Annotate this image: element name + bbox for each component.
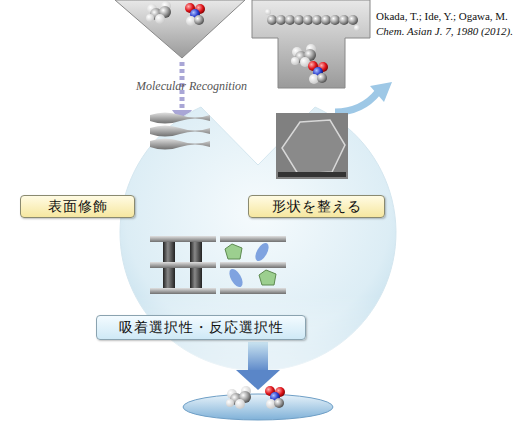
guest-layers (220, 236, 286, 294)
reference-text: Chem. Asian J. 7, 1980 (2012). (376, 25, 513, 37)
caption-text: Molecular Recognition (136, 79, 247, 94)
layered-sheets (150, 113, 210, 150)
reference-text: Okada, T.; Ide, Y.; Ogawa, M. (376, 10, 508, 22)
box-text: 表面修飾 (48, 198, 108, 216)
pillared-layers (150, 236, 216, 294)
label-box: 表面修飾 (20, 195, 135, 218)
sem-image (276, 113, 348, 179)
t-container (252, 0, 370, 88)
v-container (115, 0, 245, 58)
box-text: 形状を整える (272, 198, 362, 216)
label-box: 吸着選択性・反応選択性 (96, 315, 306, 340)
product-dish (183, 386, 333, 420)
down-arrow (236, 342, 280, 390)
box-text: 吸着選択性・反応選択性 (119, 319, 284, 337)
curved-arrow (335, 82, 392, 112)
label-box: 形状を整える (248, 195, 385, 218)
